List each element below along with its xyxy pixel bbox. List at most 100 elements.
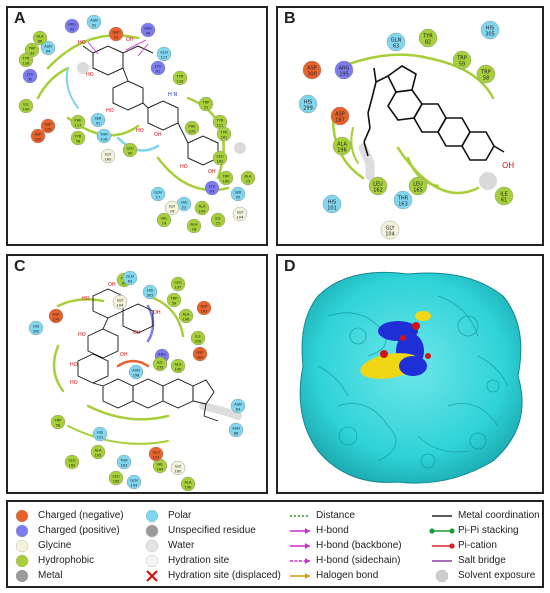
legend-label: Solvent exposure: [458, 570, 536, 581]
residue-label: 63: [393, 44, 399, 50]
residue-label: 197: [175, 286, 182, 290]
legend-label: Water: [168, 540, 195, 551]
residue-label: GLN: [126, 275, 134, 279]
residue-label: 198: [185, 486, 193, 490]
residue-label: ALA: [94, 449, 102, 453]
residue-label: 61: [501, 198, 507, 204]
residue-label: LEU: [113, 475, 120, 479]
solvent-exposure-icon: [435, 569, 449, 583]
halogen-bond-icon-arrowhead: [305, 573, 310, 579]
svg-text:HO: HO: [136, 128, 144, 134]
residue-label: 104: [131, 484, 139, 488]
legend-label: Unspecified residue: [168, 525, 256, 536]
residue-label: 117: [75, 124, 82, 128]
pi-pi-stacking-dot: [449, 528, 455, 534]
residue-label: 63: [236, 408, 241, 412]
ligand-interaction-diagram-b: OH TYR82GLN63HIS305TRP59TRP58ASP300ARG19…: [298, 20, 514, 240]
legend-label: Hydrophobic: [38, 555, 95, 566]
residue-label: 165: [413, 188, 423, 194]
residue-label: 104: [385, 232, 395, 238]
residue-label: TYR: [176, 75, 184, 79]
pi-cation-dot: [449, 543, 455, 549]
residue-label: 59: [172, 302, 177, 306]
residue-label: 16: [192, 228, 197, 232]
residue-label: ILE: [23, 103, 29, 107]
residue-label: GLN: [391, 38, 402, 44]
residue-label: PHE: [188, 125, 196, 129]
residue-label: HIS: [486, 26, 494, 32]
residue-label: 15: [216, 222, 221, 226]
residue-label: 299: [303, 106, 313, 112]
svg-text:HO: HO: [70, 362, 78, 368]
residue-label: 187: [201, 310, 208, 314]
residue-label: ILE: [500, 192, 507, 198]
residue-label: ALA: [36, 35, 44, 39]
residue-label: 300: [197, 356, 205, 360]
residue-label: ARG: [144, 27, 152, 31]
residue-label: 220: [35, 138, 43, 142]
residue-label: ASP: [307, 66, 317, 72]
panel-letter: B: [284, 10, 296, 27]
legend-label: Glycine: [38, 540, 72, 551]
residue-label: TRP: [480, 70, 491, 76]
residue-label: 165: [113, 480, 120, 484]
residue-label: ASN: [90, 19, 98, 23]
residue-label: HIS: [328, 200, 336, 206]
residue-label: 14: [162, 222, 167, 226]
residue-label: ALA: [174, 363, 182, 367]
residue-label: TYR: [216, 119, 224, 123]
residue-label: 22: [182, 206, 187, 210]
residue-label: 91: [96, 122, 101, 126]
residue-label: ASP: [53, 313, 61, 317]
residue-label: TRP: [456, 56, 467, 62]
residue-label: TYR: [22, 57, 30, 61]
residue-label: 298: [133, 374, 141, 378]
residue-label: 33: [30, 52, 35, 56]
residue-label: ASN: [44, 45, 52, 49]
residue-label: 196: [337, 148, 347, 154]
residue-label: 162: [373, 188, 383, 194]
steroid-skeleton: [363, 65, 505, 161]
residue-label: 58: [483, 76, 489, 82]
residue-label: THR: [119, 459, 128, 463]
glycine-icon: [15, 539, 29, 553]
residue-label: 91: [114, 36, 119, 40]
residue-label: 117: [161, 56, 168, 60]
residue-label: 90: [128, 152, 133, 156]
residue-label: 116: [23, 62, 31, 66]
metal-icon: [15, 569, 29, 583]
residue-label: 105: [95, 454, 102, 458]
residue-label: 104: [237, 216, 245, 220]
surface-texture: [317, 295, 509, 469]
residue-label: ASN: [234, 403, 242, 407]
residue-label: 31: [204, 106, 209, 110]
svg-text:OH: OH: [153, 310, 161, 316]
residue-label: 163: [398, 202, 408, 208]
residue-label: 300: [33, 330, 41, 334]
residue-label: 196: [183, 318, 191, 322]
hbond-sidechain-icon-arrowhead: [305, 558, 310, 564]
residue-label: 160: [175, 470, 183, 474]
residue-label: SER: [94, 117, 102, 121]
